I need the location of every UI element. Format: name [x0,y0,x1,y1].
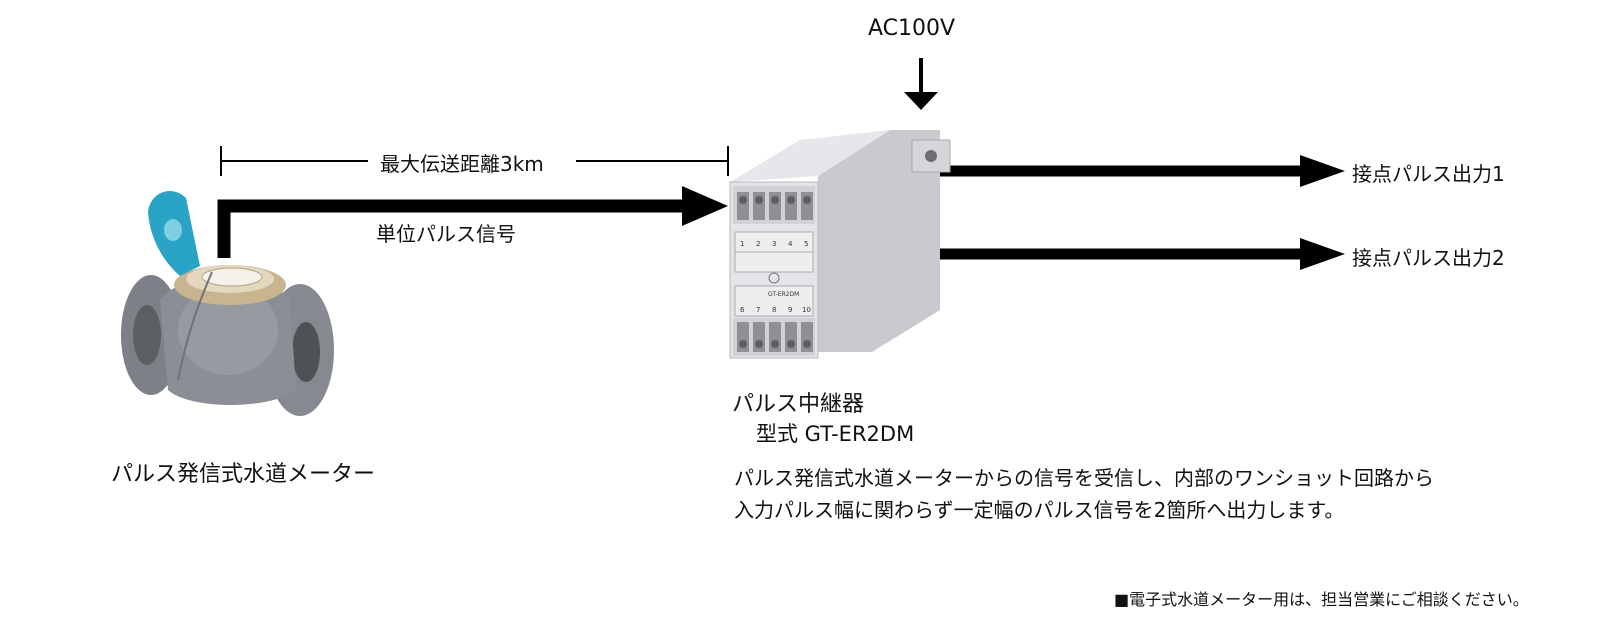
relay-description-line-2: 入力パルス幅に関わらず一定幅のパルス信号を2箇所へ出力します。 [734,498,1345,522]
terminal-number-8: 8 [772,306,776,314]
panel-model-label: GT-ER2DM [768,291,799,298]
meter-caption: パルス発信式水道メーター [111,462,376,487]
terminal-number-1: 1 [740,240,744,248]
terminal-number-7: 7 [756,306,760,314]
output-label-2: 接点パルス出力2 [1352,246,1505,270]
terminal-number-5: 5 [804,240,808,248]
output-label-1: 接点パルス出力1 [1352,162,1505,186]
distance-label: 最大伝送距離3km [380,152,544,176]
terminal-number-6: 6 [740,306,745,314]
signal-label: 単位パルス信号 [376,222,516,246]
power-label: AC100V [868,16,956,41]
relay-model: 型式 GT-ER2DM [756,422,915,446]
terminal-number-9: 9 [788,306,792,314]
output-arrow-2 [940,238,1345,270]
power-arrow [904,58,938,110]
terminal-number-2: 2 [756,240,760,248]
footnote: ■電子式水道メーター用は、担当営業にご相談ください。 [1114,590,1529,609]
terminal-number-4: 4 [788,240,793,248]
signal-arrow [217,186,728,258]
pulse-relay-device: 1 2 3 4 5 GT-ER2DM 6 7 8 9 10 [729,130,951,359]
terminal-number-3: 3 [772,240,776,248]
output-arrow-1 [940,155,1345,187]
relay-title: パルス中継器 [732,392,865,417]
relay-description-line-1: パルス発信式水道メーターからの信号を受信し、内部のワンショット回路から [734,466,1434,490]
distance-bracket [220,146,729,176]
terminal-number-10: 10 [802,306,811,314]
water-meter-image [121,190,334,416]
